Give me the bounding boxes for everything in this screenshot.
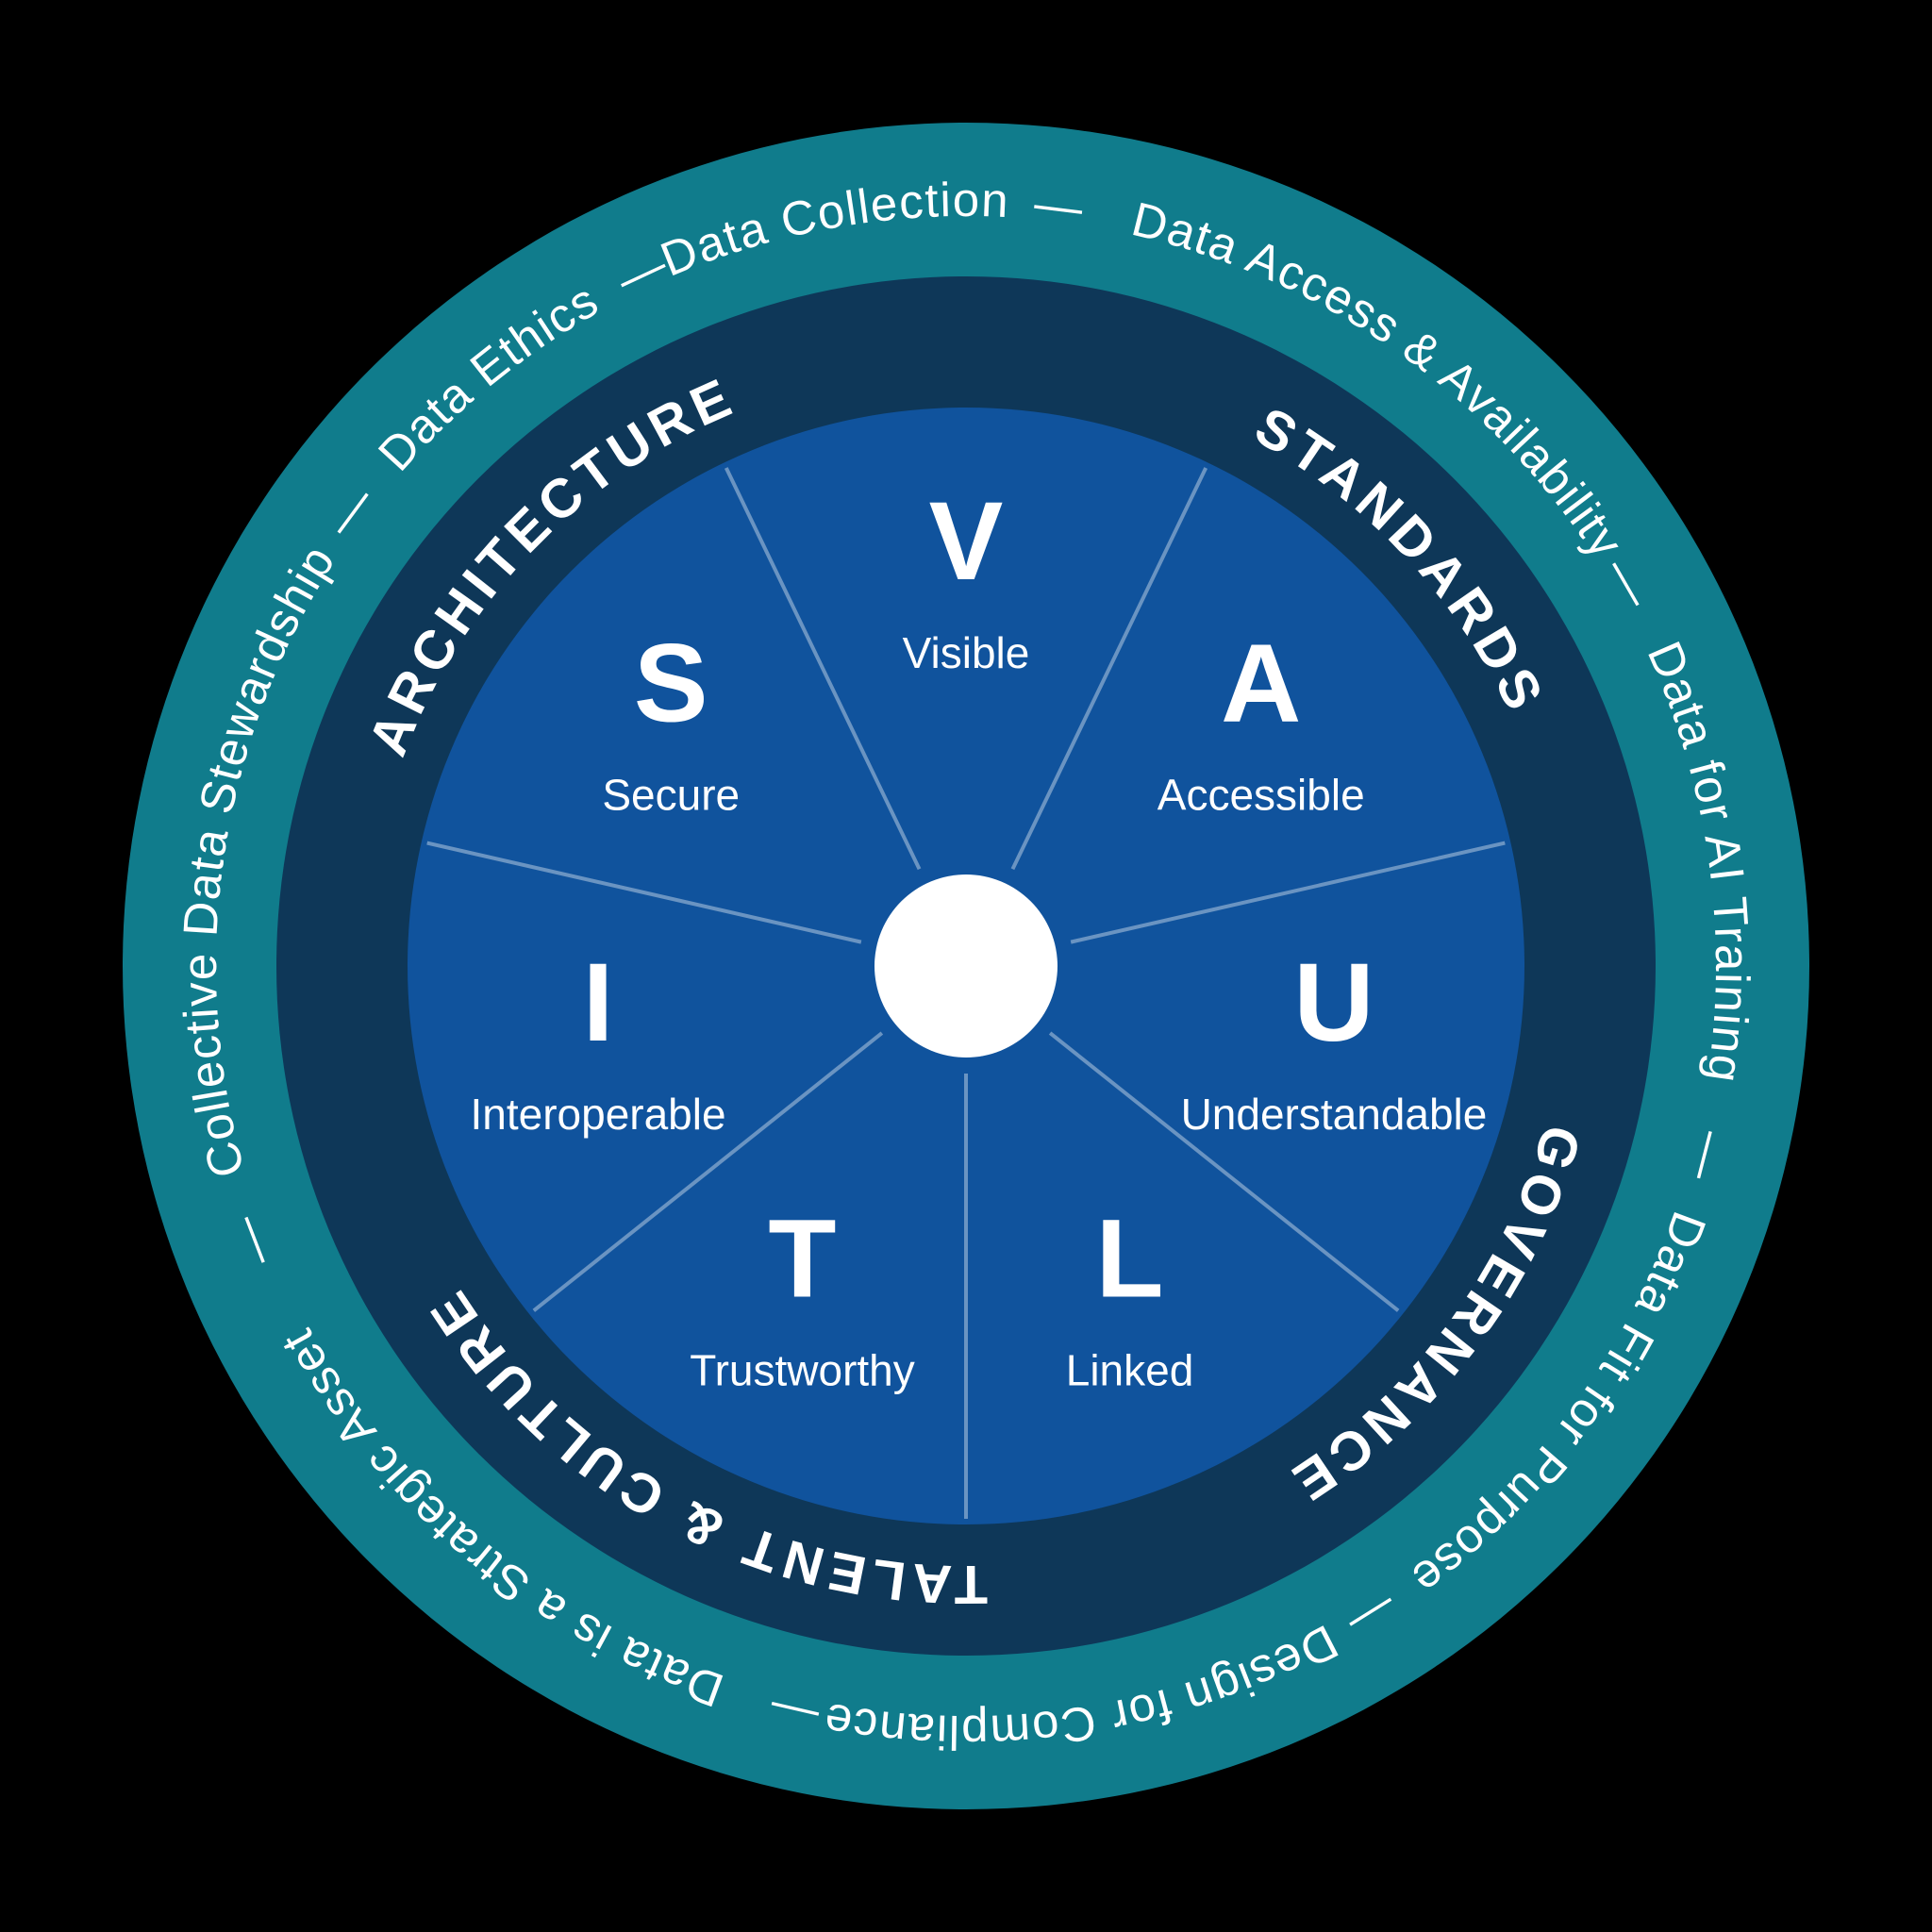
sector-letter-l: L xyxy=(1095,1196,1163,1321)
hub-circle xyxy=(874,874,1058,1058)
sector-divider xyxy=(532,1031,884,1312)
sector-descriptor-linked: Linked xyxy=(1066,1345,1194,1394)
sector-letter-i: I xyxy=(583,941,614,1065)
sector-divider-group xyxy=(426,467,1506,1519)
sector-descriptor-trustworthy: Trustworthy xyxy=(690,1345,915,1394)
sector-divider xyxy=(1010,467,1208,871)
sector-descriptor-secure: Secure xyxy=(602,771,740,820)
sector-letter-a: A xyxy=(1221,622,1301,746)
sector-divider xyxy=(426,841,862,944)
sector-descriptor-interoperable: Interoperable xyxy=(470,1090,725,1139)
sector-letter-v: V xyxy=(929,479,1004,604)
sector-descriptor-understandable: Understandable xyxy=(1181,1090,1488,1139)
sector-divider xyxy=(724,467,922,871)
sector-divider xyxy=(1048,1031,1400,1312)
sector-divider xyxy=(1070,841,1506,944)
outer-ring-separator: — xyxy=(763,1681,824,1744)
sector-letter-u: U xyxy=(1293,941,1374,1065)
sector-letter-s: S xyxy=(634,622,708,746)
sector-descriptor-accessible: Accessible xyxy=(1158,771,1365,820)
outer-ring-separator: — xyxy=(1031,175,1087,235)
sector-letter-t: T xyxy=(768,1196,836,1321)
sector-descriptor-visible: Visible xyxy=(903,628,1030,677)
